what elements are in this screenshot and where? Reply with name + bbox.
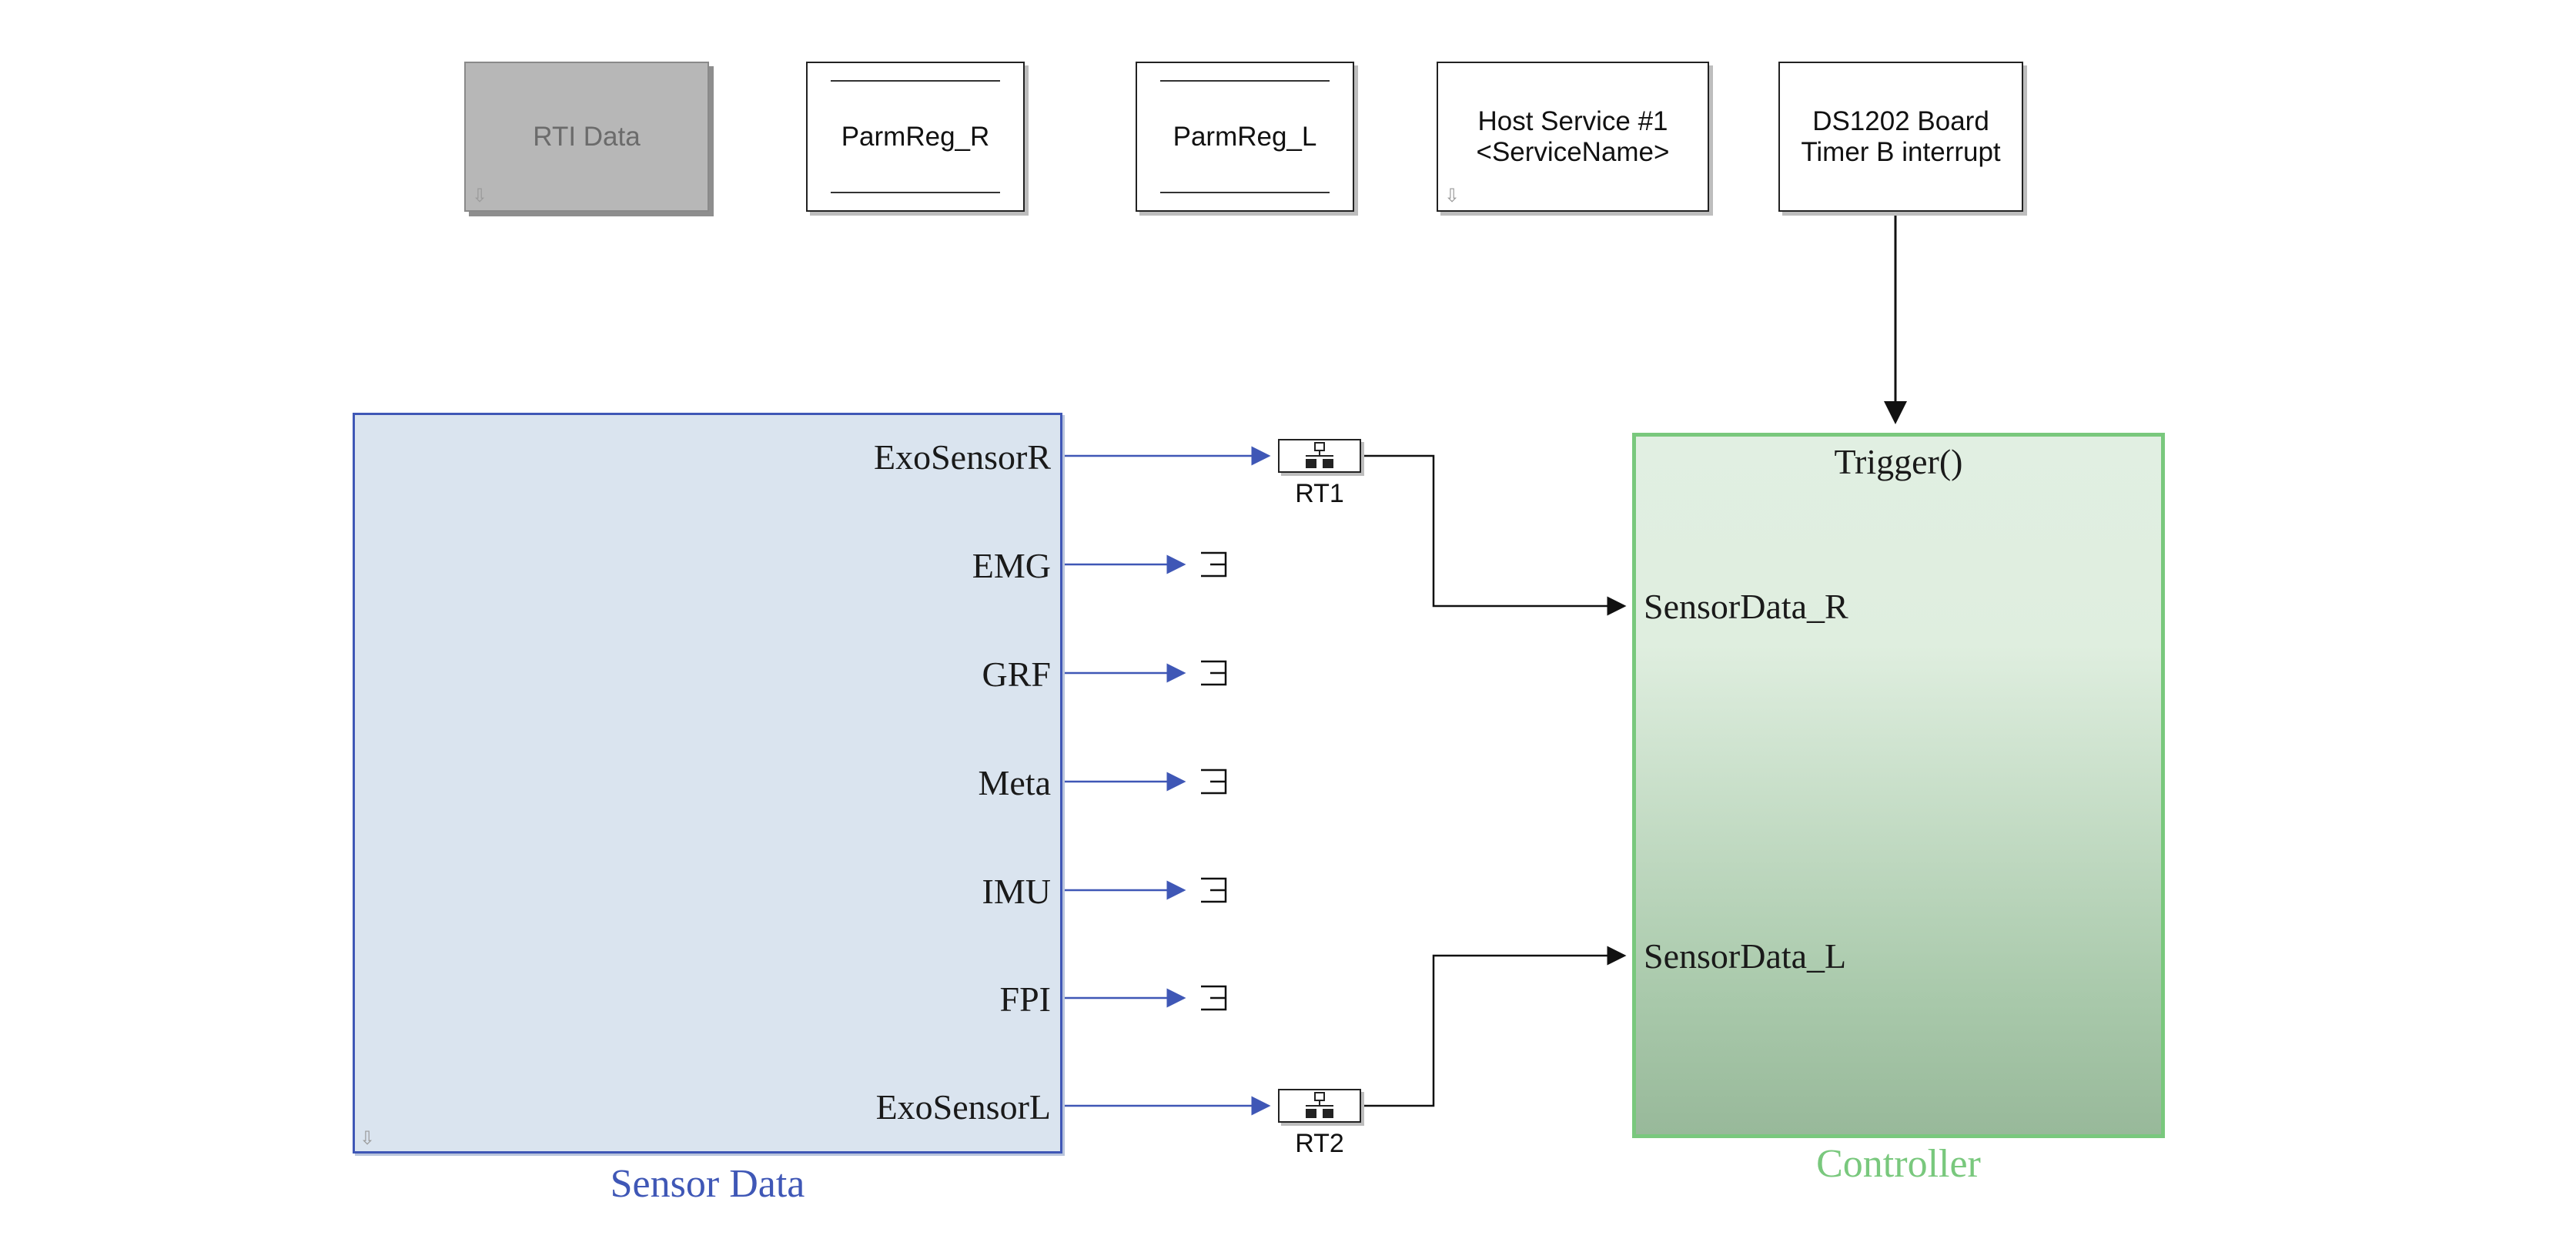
terminator-emg[interactable] bbox=[1063, 551, 1227, 578]
timer-interrupt-block[interactable]: DS1202 Board Timer B interrupt bbox=[1778, 62, 2023, 212]
rate-transition-icon bbox=[1306, 442, 1333, 468]
arrow-down-icon: ⇩ bbox=[1444, 186, 1460, 206]
host-service-name: <ServiceName> bbox=[1476, 136, 1670, 167]
outport-exosensorl: ExoSensorL bbox=[875, 1087, 1051, 1127]
parmreg-r-block[interactable]: ParmReg_R bbox=[806, 62, 1025, 212]
parmreg-l-block[interactable]: ParmReg_L bbox=[1136, 62, 1354, 212]
controller-subsystem[interactable]: Trigger() SensorData_R SensorData_L bbox=[1632, 433, 2165, 1138]
signal-line-sensordata-l[interactable] bbox=[1357, 946, 1627, 1107]
timer-board-label: DS1202 Board bbox=[1812, 105, 1989, 136]
terminator-fpi[interactable] bbox=[1063, 985, 1227, 1011]
rt1-label: RT1 bbox=[1295, 479, 1344, 508]
outport-grf: GRF bbox=[982, 655, 1051, 694]
trigger-port-label: Trigger() bbox=[1834, 442, 1963, 481]
inport-sensordata-r: SensorData_R bbox=[1644, 587, 1848, 626]
arrow-down-icon: ⇩ bbox=[360, 1129, 376, 1149]
rate-transition-icon bbox=[1306, 1092, 1333, 1118]
inport-sensordata-l: SensorData_L bbox=[1644, 936, 1847, 976]
arrow-down-icon: ⇩ bbox=[472, 186, 488, 206]
rti-data-block[interactable]: RTI Data ⇩ bbox=[464, 62, 709, 212]
rti-data-label: RTI Data bbox=[533, 121, 641, 152]
outport-imu: IMU bbox=[982, 872, 1051, 911]
terminator-meta[interactable] bbox=[1063, 768, 1227, 795]
rate-transition-rt1[interactable] bbox=[1278, 439, 1361, 473]
terminator-imu[interactable] bbox=[1063, 877, 1227, 903]
host-service-label: Host Service #1 bbox=[1477, 105, 1668, 136]
outport-fpi: FPI bbox=[999, 979, 1051, 1019]
signal-line-sensordata-r[interactable] bbox=[1357, 454, 1627, 616]
rate-transition-rt2[interactable] bbox=[1278, 1089, 1361, 1123]
sensor-data-title: Sensor Data bbox=[610, 1162, 805, 1206]
outport-emg: EMG bbox=[972, 546, 1051, 585]
outport-exosensorr: ExoSensorR bbox=[874, 437, 1051, 477]
parmreg-l-label: ParmReg_L bbox=[1173, 121, 1317, 152]
rt2-label: RT2 bbox=[1295, 1129, 1344, 1158]
host-service-block[interactable]: Host Service #1 <ServiceName> ⇩ bbox=[1437, 62, 1709, 212]
terminator-grf[interactable] bbox=[1063, 660, 1227, 686]
parmreg-r-label: ParmReg_R bbox=[841, 121, 990, 152]
timer-interrupt-label: Timer B interrupt bbox=[1801, 136, 2001, 167]
outport-meta: Meta bbox=[978, 763, 1051, 802]
sensor-data-subsystem[interactable]: ExoSensorR EMG GRF Meta IMU FPI ExoSenso… bbox=[353, 413, 1062, 1154]
controller-title: Controller bbox=[1816, 1142, 1981, 1186]
